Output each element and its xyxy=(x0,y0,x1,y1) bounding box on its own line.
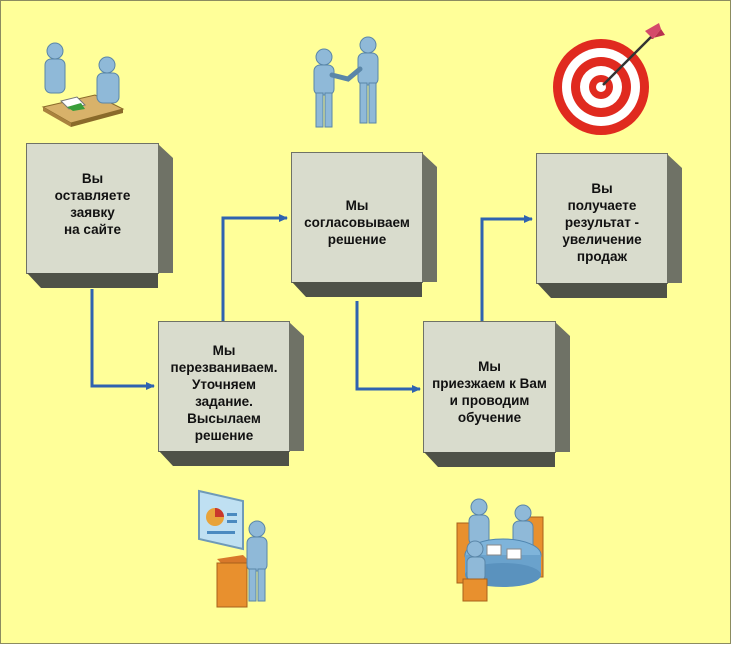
step-1-text: Вы оставляете заявку на сайте xyxy=(54,171,131,237)
step-4-text: Мы приезжаем к Вам и проводим обучение xyxy=(432,359,547,425)
connector-3-4 xyxy=(355,301,421,393)
office-meeting-icon xyxy=(41,42,125,127)
step-5-text: Вы получаете результат - увеличение прод… xyxy=(562,181,642,264)
step-5-box: Вы получаете результат - увеличение прод… xyxy=(536,153,668,284)
step-4-box: Мы приезжаем к Вам и проводим обучение xyxy=(423,321,556,453)
presentation-icon xyxy=(198,489,268,608)
step-3-text: Мы согласовываем решение xyxy=(304,198,410,247)
step-2-box: Мы перезваниваем. Уточняем задание. Высы… xyxy=(158,321,290,452)
target-icon xyxy=(553,23,665,135)
connector-1-2 xyxy=(90,289,155,390)
step-3-box: Мы согласовываем решение xyxy=(291,152,423,283)
connector-2-3 xyxy=(221,214,288,321)
connector-4-5 xyxy=(480,215,533,321)
round-table-meeting-icon xyxy=(456,498,544,602)
step-2-text: Мы перезваниваем. Уточняем задание. Высы… xyxy=(170,343,278,443)
handshake-icon xyxy=(313,36,379,128)
step-1-box: Вы оставляете заявку на сайте xyxy=(26,143,159,274)
